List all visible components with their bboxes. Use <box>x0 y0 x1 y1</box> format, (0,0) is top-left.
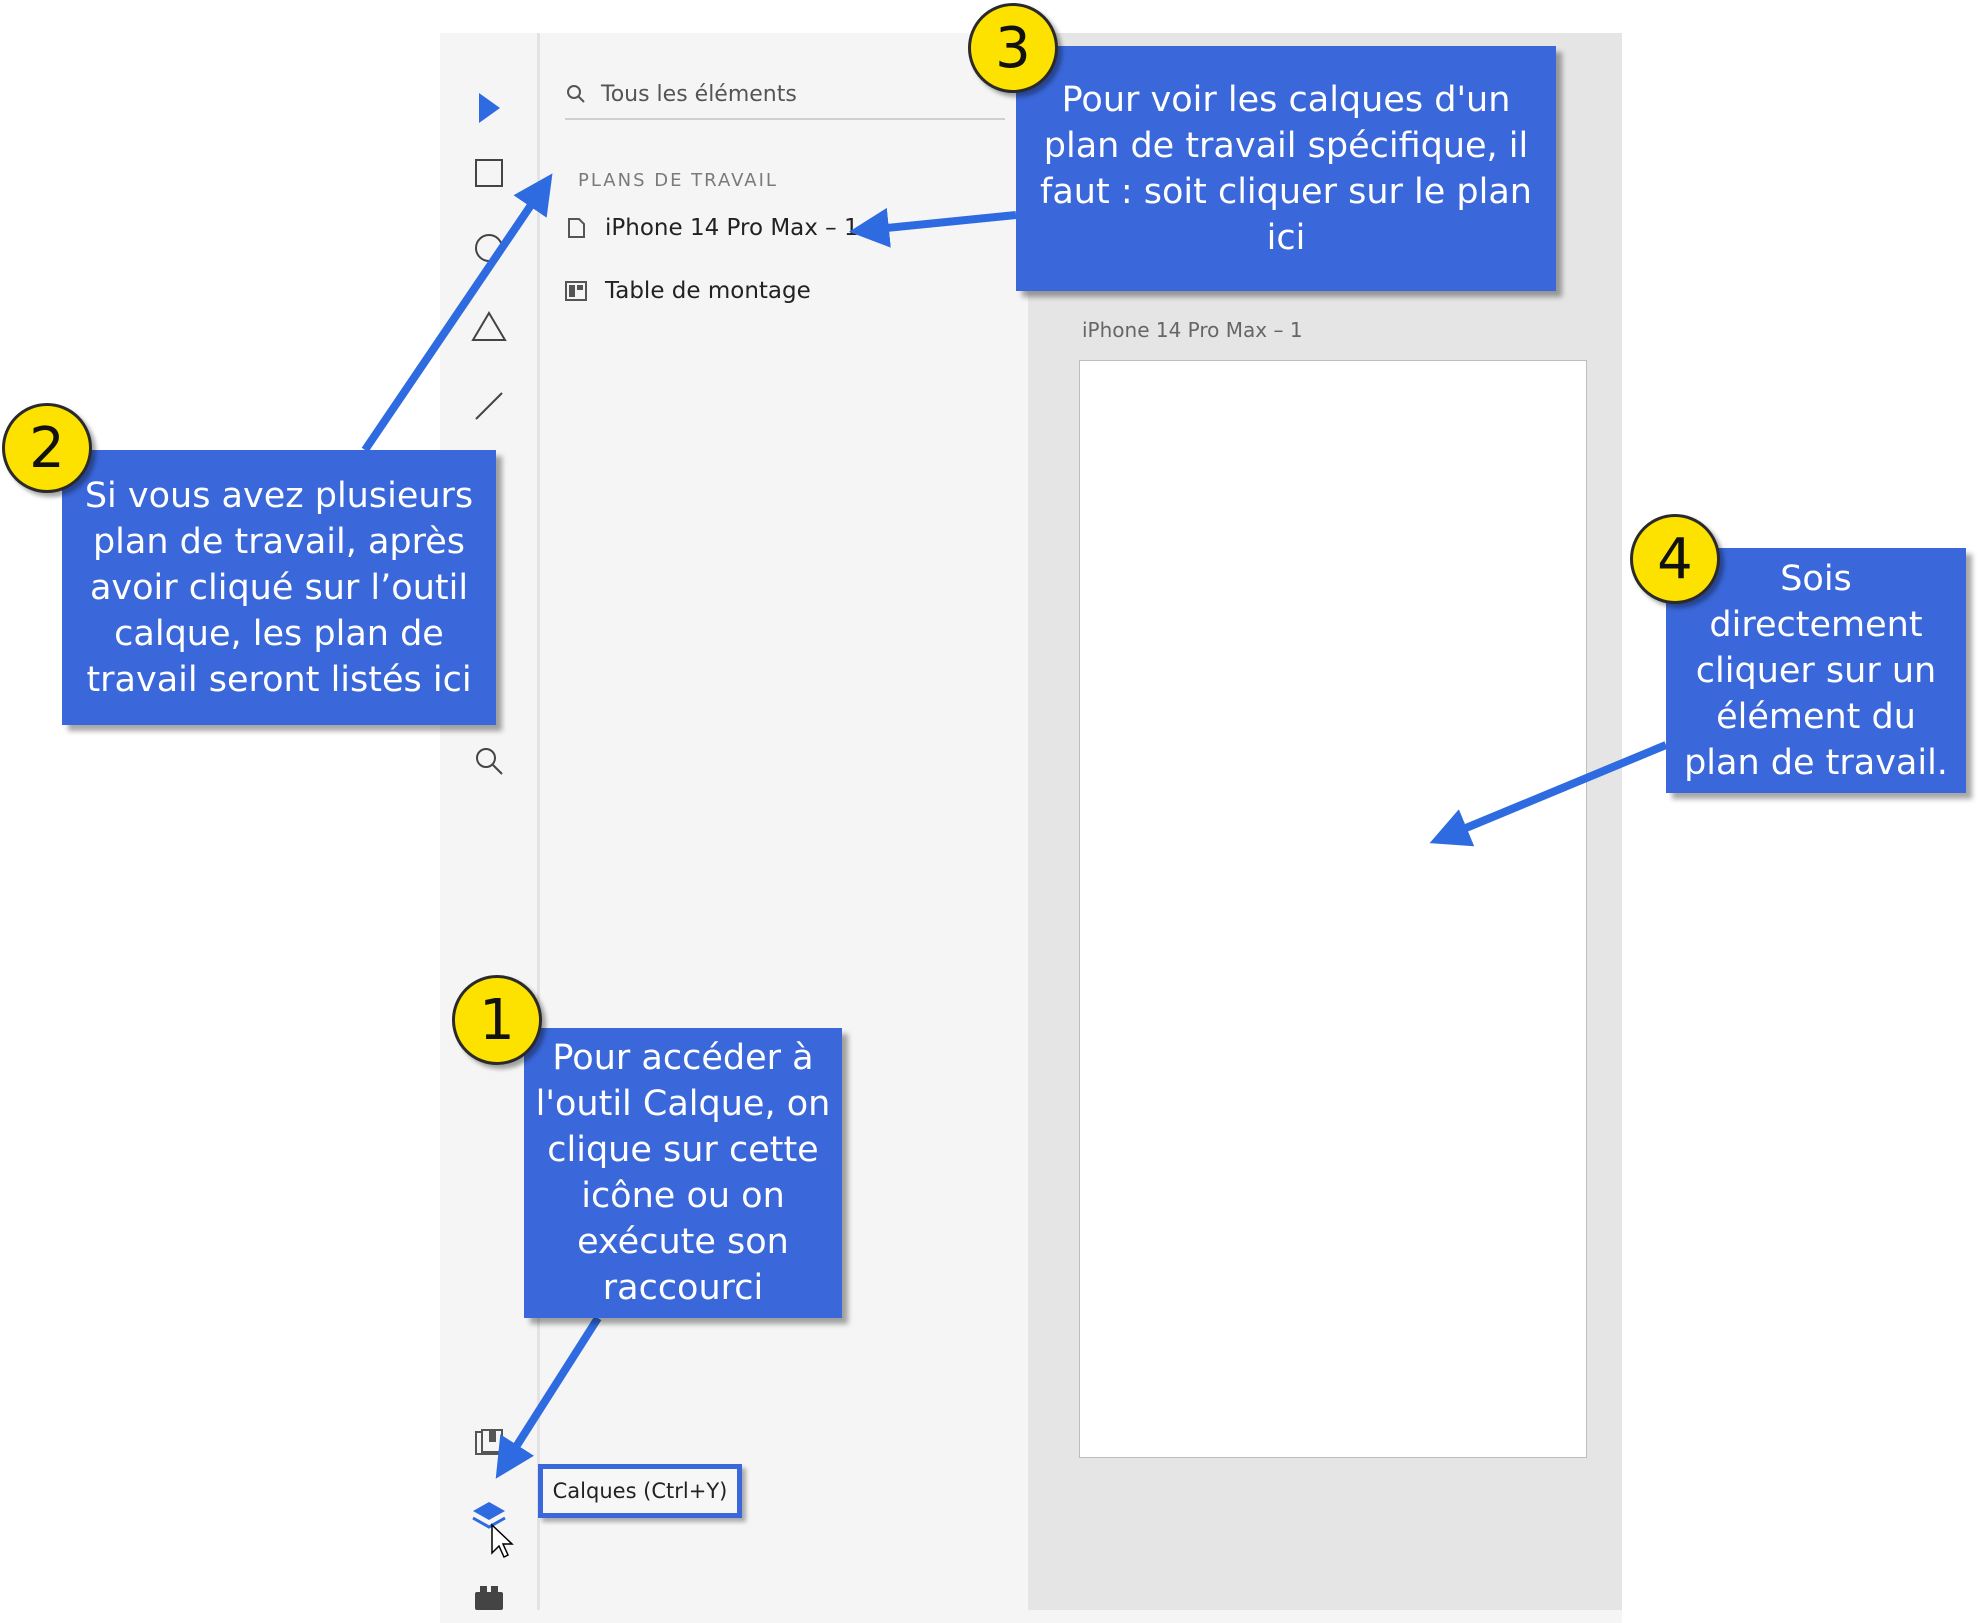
callout-4: Sois directement cliquer sur un élément … <box>1666 548 1966 793</box>
zoom-tool[interactable] <box>440 741 537 781</box>
ellipse-icon <box>474 234 503 262</box>
artboard-icon <box>568 218 585 238</box>
layer-item-artboard[interactable]: iPhone 14 Pro Max – 1 <box>565 215 859 241</box>
line-icon <box>474 392 503 420</box>
layer-item-label: iPhone 14 Pro Max – 1 <box>605 215 859 241</box>
search-field[interactable]: Tous les éléments <box>565 70 1005 120</box>
badge-3: 3 <box>968 3 1058 93</box>
ellipse-tool[interactable] <box>440 223 537 273</box>
mouse-cursor-icon <box>491 1523 514 1559</box>
layer-item-label: Table de montage <box>605 278 811 304</box>
layers-panel <box>540 33 1028 1610</box>
triangle-icon <box>470 311 507 341</box>
polygon-tool[interactable] <box>440 301 537 351</box>
badge-2: 2 <box>2 403 92 493</box>
rectangle-icon <box>474 159 503 187</box>
select-tool[interactable] <box>440 83 537 133</box>
pasteboard-icon <box>565 281 587 301</box>
plugins-icon <box>474 1586 503 1610</box>
search-icon <box>567 85 585 103</box>
rectangle-tool[interactable] <box>440 148 537 198</box>
artboard-title[interactable]: iPhone 14 Pro Max – 1 <box>1082 318 1303 342</box>
artboard[interactable] <box>1079 360 1587 1458</box>
layers-icon <box>471 1502 506 1529</box>
select-icon <box>478 93 500 123</box>
plugins-tool[interactable] <box>440 1578 537 1618</box>
callout-3: Pour voir les calques d'un plan de trava… <box>1016 46 1556 291</box>
layer-item-pasteboard[interactable]: Table de montage <box>565 278 811 304</box>
artboards-section-label: PLANS DE TRAVAIL <box>578 170 778 191</box>
layers-tool[interactable] <box>440 1491 537 1541</box>
callout-1: Pour accéder à l'outil Calque, on clique… <box>524 1028 842 1318</box>
toolbar <box>440 33 540 1610</box>
search-icon <box>475 748 503 775</box>
assets-icon <box>474 1429 503 1455</box>
layers-tooltip: Calques (Ctrl+Y) <box>538 1464 742 1518</box>
badge-4: 4 <box>1630 514 1720 604</box>
search-placeholder: Tous les éléments <box>601 81 797 107</box>
line-tool[interactable] <box>440 381 537 431</box>
callout-2: Si vous avez plusieurs plan de travail, … <box>62 450 496 725</box>
badge-1: 1 <box>452 975 542 1065</box>
assets-tool[interactable] <box>440 1418 537 1468</box>
